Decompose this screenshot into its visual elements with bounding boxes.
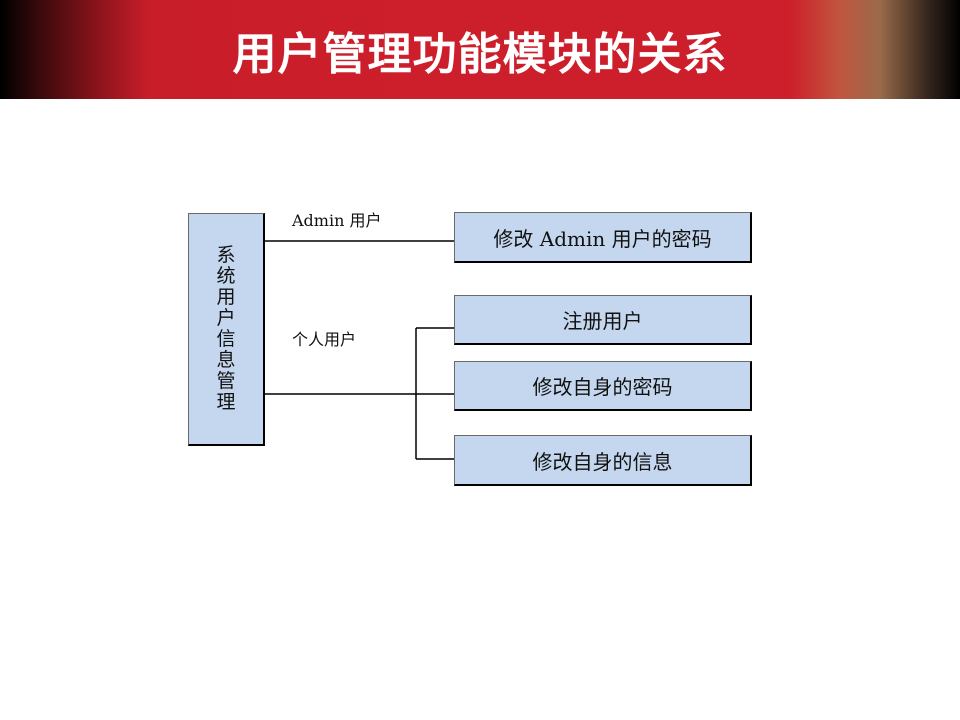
slide-title: 用户管理功能模块的关系 (232, 29, 728, 80)
root-node-label: 系统用户信息管理 (216, 245, 235, 413)
root-label-char: 管 (216, 370, 236, 392)
node-change-own-info: 修改自身的信息 (454, 435, 752, 486)
node-admin-change-password: 修改 Admin 用户的密码 (454, 212, 752, 263)
node-change-own-password: 修改自身的密码 (454, 361, 752, 411)
node-register-user: 注册用户 (454, 295, 752, 345)
edge-label-personal: 个人用户 (292, 330, 357, 349)
root-label-char: 信 (216, 328, 236, 350)
root-label-char: 户 (216, 307, 236, 329)
root-node-system-user-management: 系统用户信息管理 (188, 213, 265, 446)
root-label-char: 息 (216, 349, 236, 371)
root-label-char: 统 (216, 265, 236, 287)
edge-label-admin: Admin 用户 (292, 211, 382, 230)
root-label-char: 理 (216, 391, 236, 413)
root-label-char: 系 (216, 244, 236, 266)
root-label-char: 用 (216, 286, 236, 308)
title-bar: 用户管理功能模块的关系 (0, 0, 960, 99)
